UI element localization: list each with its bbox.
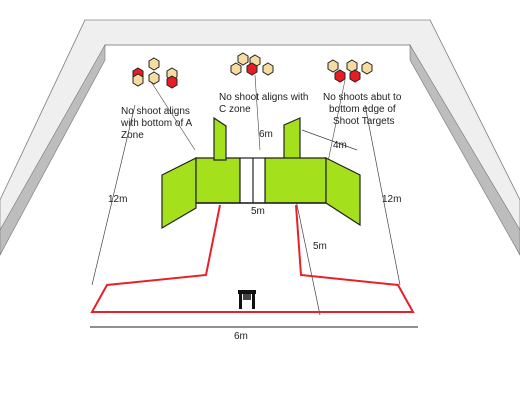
dim-depth-center: 6m (259, 129, 273, 140)
dim-fault-line: 5m (313, 241, 327, 252)
wall-left-upright (213, 116, 227, 161)
wall-left-wing (161, 157, 197, 230)
wall-right-panel (264, 157, 327, 204)
wall-right-wing (325, 157, 361, 227)
dim-front-walls: 5m (251, 206, 265, 217)
note-middle-line-1: No shoot aligns with (219, 92, 309, 103)
note-right-line-3: Shoot Targets (333, 116, 395, 127)
left-boundary-line (91, 104, 136, 286)
leader-middle (254, 74, 261, 151)
start-table (238, 290, 256, 309)
dim-wing: 4m (333, 140, 347, 151)
note-right-line-2: bottom edge of (329, 104, 396, 115)
note-left-line-1: No shoot aligns (121, 106, 190, 117)
leader-left (149, 79, 196, 151)
wall-left-panel (195, 157, 241, 204)
target-group-middle (230, 52, 274, 76)
note-left-line-2: with bottom of A (120, 118, 192, 129)
fault-depth-line (295, 199, 321, 316)
berm-left-face (0, 43, 106, 256)
note-right-line-1: No shoots abut to (323, 92, 402, 103)
target-group-right (327, 59, 373, 83)
dim-bottom-width: 6m (234, 331, 248, 342)
target-group-left (132, 57, 178, 89)
wall-right-upright (283, 117, 301, 161)
dim-right-side: 12m (382, 194, 401, 205)
note-left-line-3: Zone (121, 130, 144, 141)
wing-dimension-line (301, 129, 358, 151)
fault-line (90, 204, 415, 313)
dim-left-side: 12m (108, 194, 127, 205)
note-middle-line-2: C zone (219, 104, 251, 115)
berm-right-face (409, 43, 520, 256)
right-boundary-line (364, 104, 401, 286)
